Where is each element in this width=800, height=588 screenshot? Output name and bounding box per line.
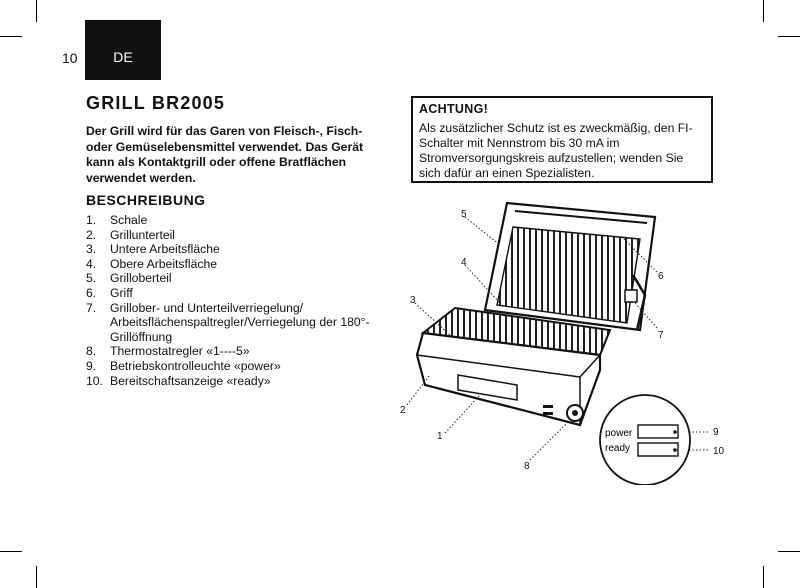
- ready-label: ready: [605, 443, 630, 454]
- page-title: GRILL BR2005: [86, 93, 226, 113]
- item-label: Schale: [110, 213, 148, 227]
- item-label: Grillober- und Unterteilverriegelung/ Ar…: [110, 300, 370, 344]
- crop-mark: [36, 566, 37, 588]
- callout-9: 9: [713, 427, 719, 438]
- latch-icon: [624, 289, 638, 303]
- item-number: 7.: [86, 300, 97, 315]
- list-item: 8. Thermostatregler «1----5»: [86, 344, 386, 359]
- lid-handle: [514, 210, 648, 224]
- parts-list: 1. Schale 2. Grillunterteil 3. Untere Arbei…: [86, 213, 386, 388]
- hinge-arm: [631, 274, 647, 331]
- item-label: Griff: [110, 285, 133, 300]
- list-item: 2. Grillunterteil: [86, 228, 386, 243]
- item-label: Untere Arbeitsfläche: [110, 242, 220, 257]
- list-item: 9. Betriebskontrolleuchte «power»: [86, 359, 386, 374]
- item-label: Grillunterteil: [110, 227, 176, 242]
- list-item: 1. Schale: [86, 213, 386, 228]
- warning-box: ACHTUNG! Als zusätzlicher Schutz ist es …: [411, 96, 713, 183]
- crop-mark: [763, 566, 764, 588]
- indicator-detail-circle: [599, 394, 691, 485]
- item-label: Betriebskontrolleuchte «power»: [110, 358, 281, 373]
- crop-mark: [778, 551, 800, 552]
- upper-plate: [496, 226, 641, 324]
- list-item: 10. Bereitschaftsanzeige «ready»: [86, 374, 386, 389]
- crop-mark: [36, 0, 37, 22]
- language-tab: DE: [85, 20, 161, 80]
- power-indicator-icon: [637, 424, 679, 439]
- description-heading: BESCHREIBUNG: [86, 192, 206, 208]
- item-label: Thermostatregler «1----5»: [110, 344, 250, 359]
- list-item: 3. Untere Arbeitsfläche: [86, 242, 386, 257]
- item-label: Obere Arbeitsfläche: [110, 256, 218, 271]
- page-number: 10: [62, 50, 78, 66]
- list-item: 7. Grillober- und Unterteilverriegelung/ …: [86, 301, 386, 345]
- warning-title: ACHTUNG!: [419, 102, 489, 116]
- crop-mark: [763, 0, 764, 22]
- warning-text: Als zusätzlicher Schutz ist es zweckmäßi…: [419, 121, 693, 180]
- callout-8: 8: [524, 461, 530, 472]
- callout-3: 3: [410, 295, 416, 306]
- item-number: 1.: [86, 213, 97, 227]
- intro-text: Der Grill wird für das Garen von Fleisch…: [86, 124, 364, 185]
- list-item: 6. Griff: [86, 286, 386, 301]
- item-label: Grilloberteil: [110, 271, 172, 286]
- grill-illustration: power ready 1 2 3 4 5 6 7 8 9 10: [400, 201, 725, 485]
- item-number: 9.: [86, 358, 97, 373]
- list-item: 4. Obere Arbeitsfläche: [86, 257, 386, 272]
- item-number: 8.: [86, 344, 97, 359]
- item-number: 6.: [86, 285, 97, 300]
- callout-7: 7: [658, 330, 664, 341]
- item-number: 5.: [86, 271, 97, 286]
- language-label: DE: [113, 49, 133, 65]
- callout-5: 5: [461, 209, 467, 220]
- item-number: 4.: [86, 256, 97, 271]
- drip-tray: [457, 374, 518, 401]
- callout-6: 6: [658, 271, 664, 282]
- item-number: 10.: [86, 373, 103, 388]
- item-number: 2.: [86, 227, 97, 242]
- item-label: Bereitschaftsanzeige «ready»: [110, 373, 271, 388]
- crop-mark: [0, 551, 22, 552]
- callout-4: 4: [461, 257, 467, 268]
- callout-1: 1: [437, 431, 443, 442]
- power-label: power: [605, 428, 633, 439]
- crop-mark: [0, 36, 22, 37]
- crop-mark: [778, 36, 800, 37]
- ready-indicator-icon: [637, 442, 679, 457]
- item-number: 3.: [86, 242, 97, 257]
- callout-10: 10: [713, 446, 725, 457]
- list-item: 5. Grilloberteil: [86, 271, 386, 286]
- callout-2: 2: [400, 405, 406, 416]
